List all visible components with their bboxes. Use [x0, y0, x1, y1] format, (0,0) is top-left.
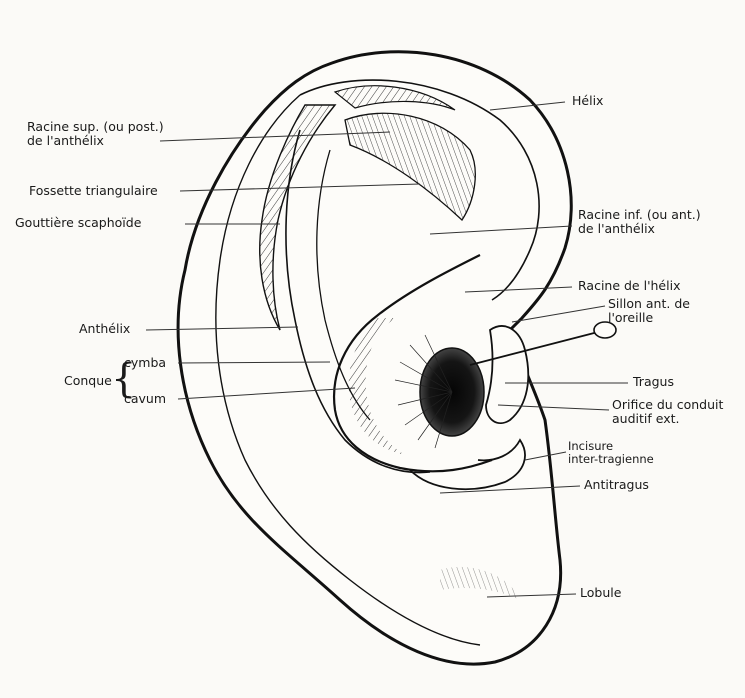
label-cavum-text: cavum [124, 392, 166, 406]
label-racine-helix-text: Racine de l'hélix [578, 279, 680, 293]
label-racine-sup: Racine sup. (ou post.) de l'anthélix [27, 120, 164, 148]
label-cymba-text: cymba [124, 356, 166, 370]
label-sillon-line1: Sillon ant. de [608, 297, 690, 311]
label-anthelix: Anthélix [79, 322, 130, 336]
label-racine-sup-line2: de l'anthélix [27, 134, 164, 148]
label-conque-text: Conque [64, 374, 112, 388]
label-conque: Conque [64, 374, 112, 388]
label-cavum: cavum [124, 392, 166, 406]
label-anthelix-text: Anthélix [79, 322, 130, 336]
label-lobule: Lobule [580, 586, 621, 600]
label-helix-text: Hélix [572, 94, 603, 108]
label-racine-inf: Racine inf. (ou ant.) de l'anthélix [578, 208, 701, 236]
label-racine-helix: Racine de l'hélix [578, 279, 680, 293]
label-racine-sup-line1: Racine sup. (ou post.) [27, 120, 164, 134]
label-racine-inf-line2: de l'anthélix [578, 222, 701, 236]
label-antitragus: Antitragus [584, 478, 649, 492]
label-fossette: Fossette triangulaire [29, 184, 158, 198]
label-orifice-line1: Orifice du conduit [612, 398, 723, 412]
label-sillon: Sillon ant. de l'oreille [608, 297, 690, 325]
label-gouttiere-text: Gouttière scaphoïde [15, 216, 141, 230]
label-incisure-line2: inter-tragienne [568, 453, 654, 466]
label-lobule-text: Lobule [580, 586, 621, 600]
label-fossette-text: Fossette triangulaire [29, 184, 158, 198]
label-gouttiere: Gouttière scaphoïde [15, 216, 141, 230]
label-racine-inf-line1: Racine inf. (ou ant.) [578, 208, 701, 222]
label-tragus-text: Tragus [633, 375, 674, 389]
label-tragus: Tragus [633, 375, 674, 389]
label-orifice: Orifice du conduit auditif ext. [612, 398, 723, 426]
label-cymba: cymba [124, 356, 166, 370]
label-sillon-line2: l'oreille [608, 311, 690, 325]
label-helix: Hélix [572, 94, 603, 108]
label-antitragus-text: Antitragus [584, 478, 649, 492]
label-orifice-line2: auditif ext. [612, 412, 723, 426]
label-incisure: Incisure inter-tragienne [568, 440, 654, 466]
